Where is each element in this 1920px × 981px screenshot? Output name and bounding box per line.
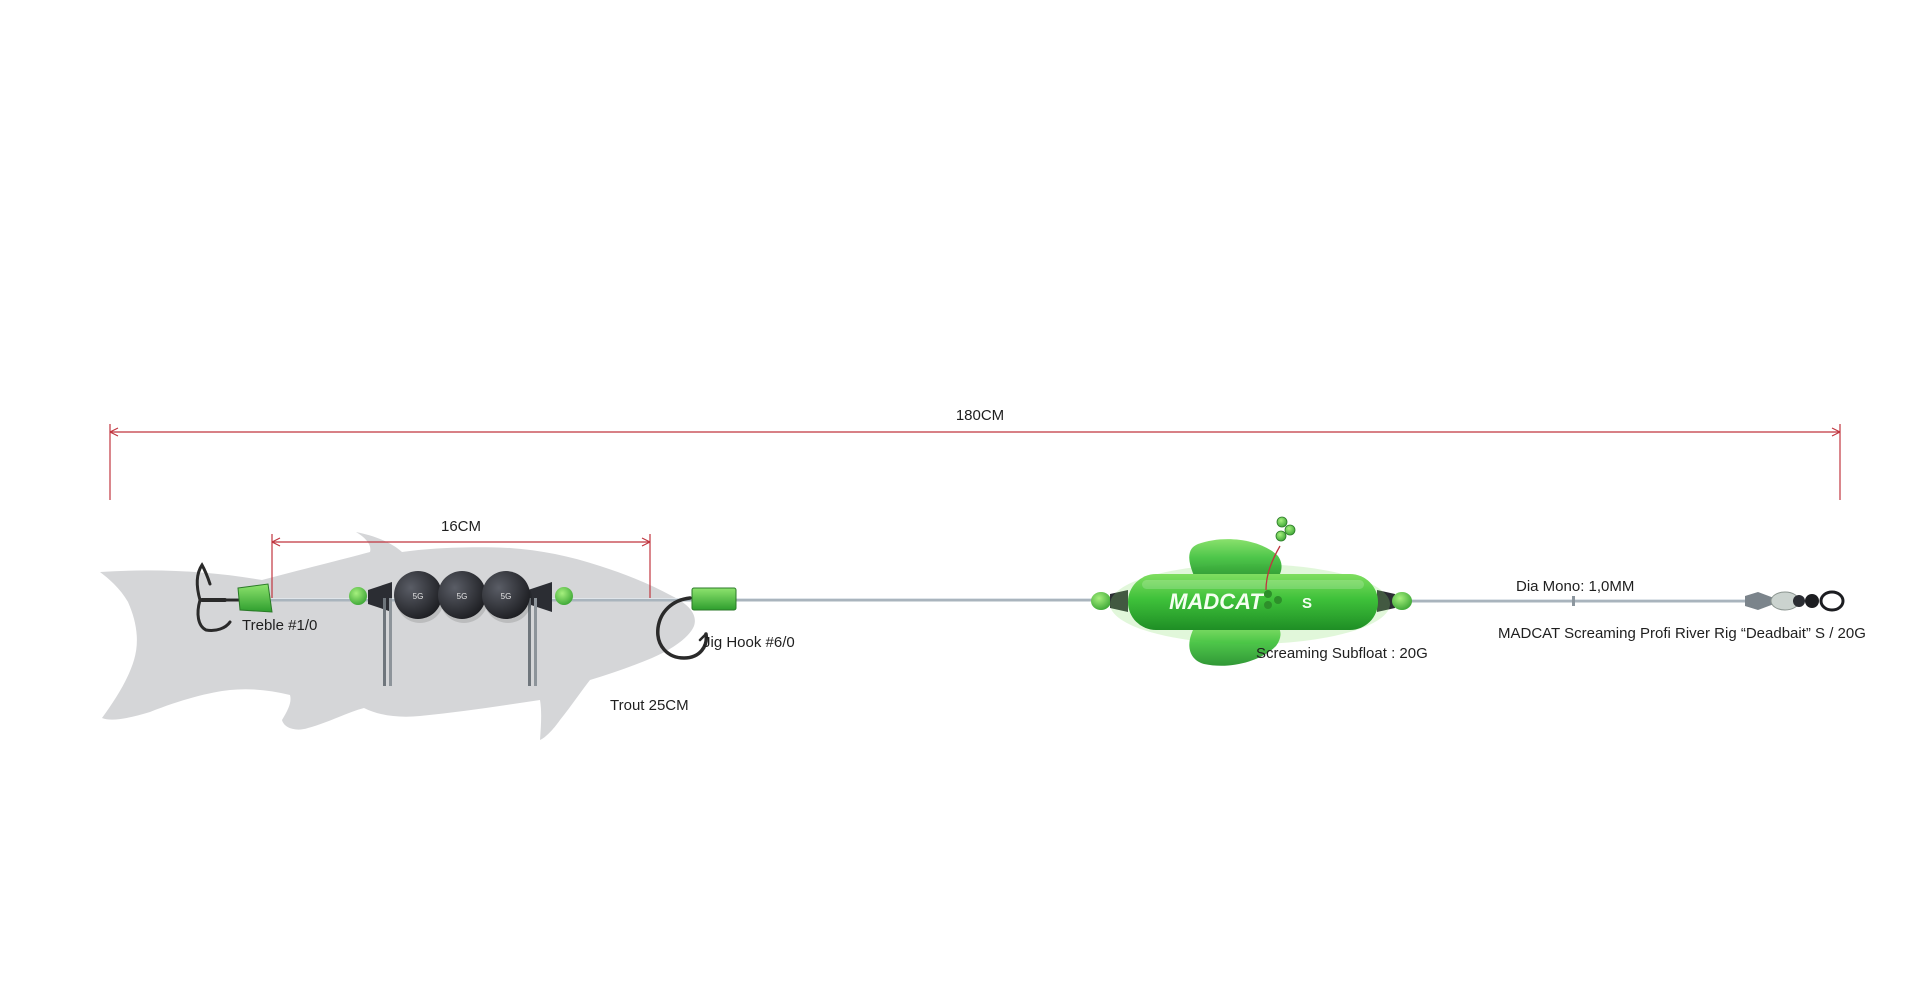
weight-3-label: 5G	[501, 592, 512, 601]
jig-hook-icon	[656, 596, 709, 660]
jig-hook-label: Jig Hook #6/0	[703, 634, 795, 651]
trout-silhouette	[100, 532, 695, 740]
pin-left	[383, 598, 386, 686]
float-rattle	[1264, 590, 1282, 609]
float-stopper-right	[1377, 590, 1395, 612]
weight-2: 5G	[438, 571, 488, 623]
float-bead-left	[1091, 592, 1111, 610]
float-fin-top	[1189, 539, 1282, 580]
subfloat: MADCAT S	[1091, 539, 1412, 666]
weight-assembly: 5G 5G 5G	[349, 571, 573, 686]
float-fin-bottom	[1189, 624, 1281, 666]
float-body	[1128, 574, 1378, 630]
dimension-180-label: 180CM	[956, 407, 1004, 424]
weight-1: 5G	[394, 571, 444, 623]
float-size: S	[1302, 595, 1312, 612]
swivel-icon	[1745, 590, 1845, 612]
float-brand: MADCAT	[1169, 589, 1264, 614]
weight-2-label: 5G	[457, 592, 468, 601]
pin-right	[528, 598, 531, 686]
dimension-180-right-arrow	[1831, 427, 1841, 437]
jig-hook-sleeve	[691, 587, 737, 611]
float-stopper-left	[1110, 590, 1128, 612]
product-label: MADCAT Screaming Profi River Rig “Deadba…	[1498, 625, 1866, 642]
float-bead-right	[1392, 592, 1412, 610]
subfloat-label: Screaming Subfloat : 20G	[1256, 645, 1428, 662]
dimension-16-label: 16CM	[441, 518, 481, 535]
bead-right	[555, 587, 573, 605]
bead-left	[349, 587, 367, 605]
dimension-16: 16CM	[271, 518, 651, 598]
trout-label: Trout 25CM	[610, 697, 689, 714]
weight-1-label: 5G	[413, 592, 424, 601]
treble-label: Treble #1/0	[242, 617, 317, 634]
weight-3: 5G	[482, 571, 532, 623]
treble-sleeve	[237, 583, 273, 613]
mono-label: Dia Mono: 1,0MM	[1516, 578, 1634, 595]
dimension-180: 180CM	[109, 407, 1841, 500]
rattle-callout	[1265, 516, 1296, 591]
dimension-180-left-arrow	[109, 427, 119, 437]
